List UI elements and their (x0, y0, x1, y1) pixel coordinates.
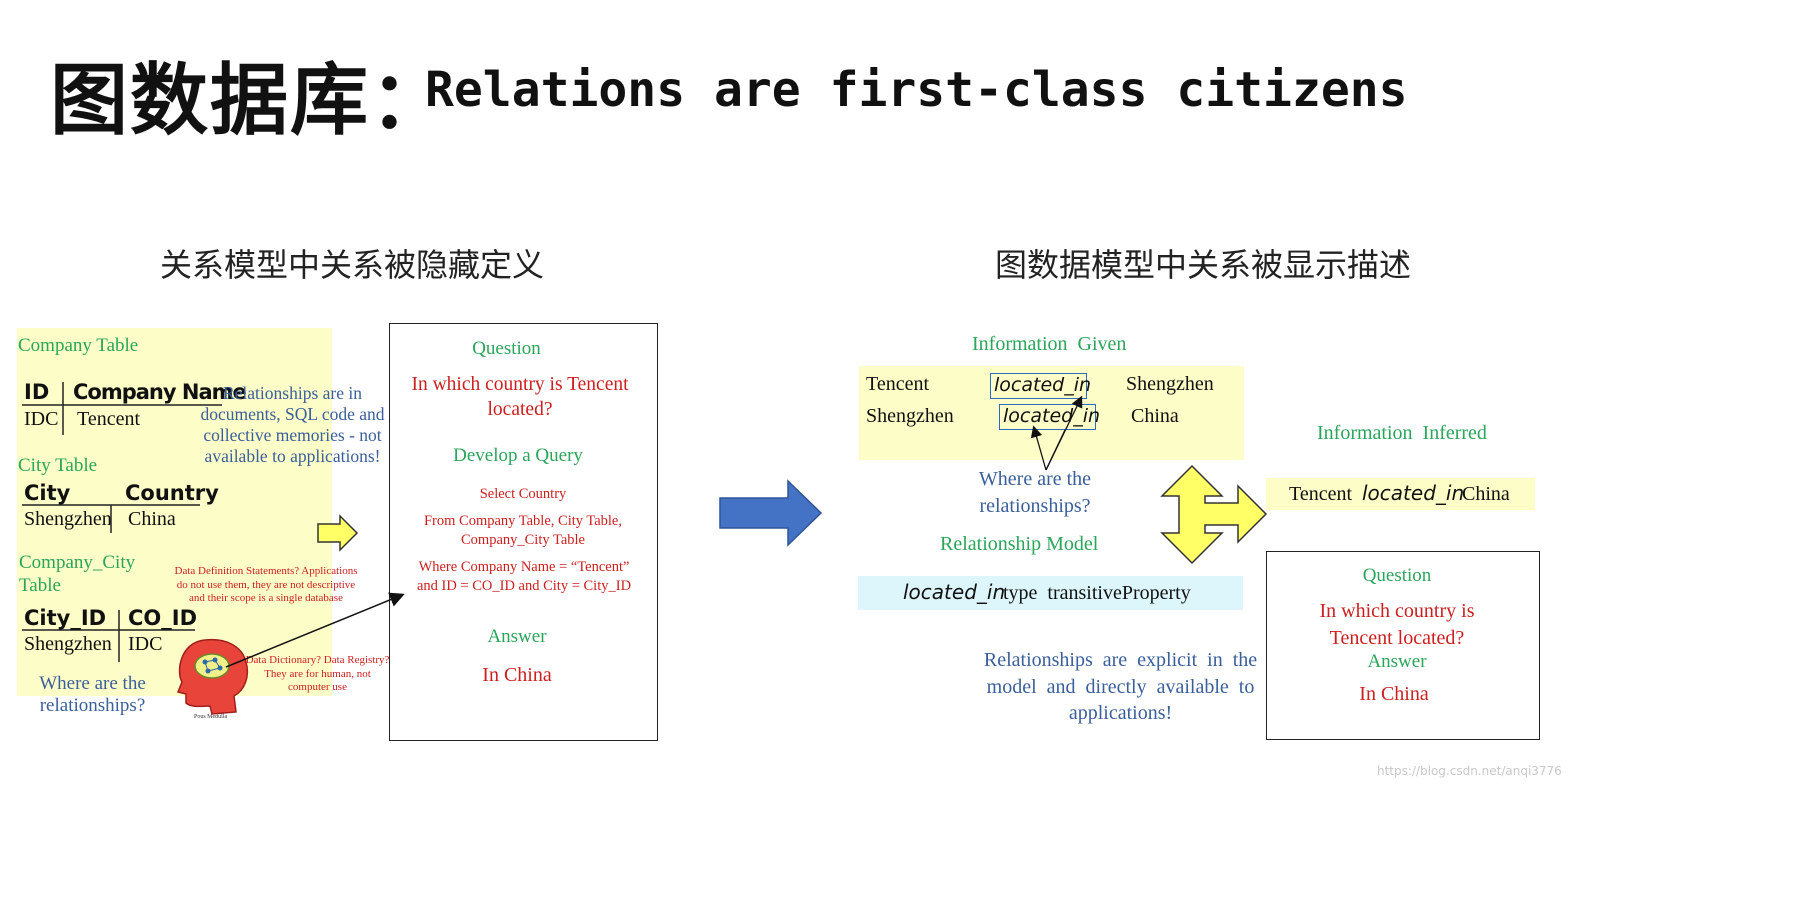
query-from-line: From Company Table, City Table, (423, 513, 622, 529)
title-en: Relations are first-class citizens (425, 62, 1408, 118)
query-from: From Company Table, City Table, Company_… (389, 512, 657, 550)
query-box (389, 323, 658, 741)
left-where-relationships: Where are the relationships? (30, 673, 155, 717)
information-inferred-panel (1266, 478, 1535, 510)
given-row2-object: China (1131, 405, 1179, 427)
where-relationships-line: relationships? (39, 695, 146, 716)
relationships-note-line: Relationships are in (222, 383, 362, 403)
company-city-header-co-id: CO_ID (128, 606, 198, 630)
relationships-note-line: collective memories - not (203, 425, 382, 445)
right-question-label: Question (1362, 565, 1432, 586)
query-question: In which country is Tencent located? (389, 372, 651, 422)
inferred-object: China (1462, 483, 1510, 505)
company-table-cell-name: Tencent (77, 408, 141, 430)
explicit-note: Relationships are explicit in the model … (978, 647, 1263, 727)
head-caption: Pous Medulla (194, 714, 228, 720)
inference-arrow (1160, 464, 1268, 565)
company-city-header-city-id: City_ID (24, 606, 107, 630)
right-question-box (1266, 551, 1540, 740)
city-table-cell-country: China (128, 508, 176, 530)
ddl-note-line: Data Definition Statements? Applications (174, 565, 358, 577)
right-answer: In China (1359, 683, 1429, 705)
city-table-header-country: Country (125, 481, 219, 505)
given-row1-object: Shengzhen (1126, 373, 1214, 395)
company-table-header-id: ID (24, 380, 50, 404)
query-where: Where Company Name = “Tencent” and ID = … (389, 558, 659, 596)
company-city-label-line: Company_City (19, 552, 136, 573)
query-from-line: Company_City Table (461, 532, 585, 548)
relationships-note-line: documents, SQL code and (200, 404, 385, 424)
given-row2-subject: Shengzhen (866, 405, 954, 427)
company-city-label-line: Table (19, 575, 61, 596)
query-where-line: and ID = CO_ID and City = City_ID (416, 578, 632, 594)
watermark: https://blog.csdn.net/anqi3776 (1377, 764, 1562, 778)
dict-note-line: Data Dictionary? Data Registry? (245, 654, 390, 666)
right-answer-label: Answer (1367, 651, 1427, 672)
query-select: Select Country (479, 486, 567, 502)
query-answer: In China (482, 664, 552, 686)
right-question-line: In which country is (1319, 600, 1475, 622)
given-row1-subject: Tencent (866, 373, 930, 395)
where-relationships-line: Where are the (978, 468, 1092, 490)
ddl-note-line: and their scope is a single database (189, 592, 343, 604)
query-question-label: Question (472, 338, 541, 359)
query-question-line: In which country is Tencent (411, 374, 629, 395)
query-question-line: located? (487, 399, 553, 420)
where-relationships-line: Where are the (39, 673, 146, 694)
information-inferred-label: Information Inferred (1317, 422, 1487, 444)
title-cn: 图数据库： (50, 56, 451, 146)
city-table-label: City Table (18, 455, 98, 476)
right-question-line: Tencent located? (1329, 627, 1465, 649)
left-subtitle: 关系模型中关系被隐藏定义 (160, 247, 545, 283)
model-predicate: located_in (903, 580, 1006, 604)
given-row1-predicate: located_in (990, 373, 1091, 399)
explicit-note-line: Relationships are explicit in the (983, 649, 1258, 671)
dict-note-line: They are for human, not (264, 667, 371, 680)
right-question: In which country is Tencent located? (1266, 598, 1528, 652)
company-table-cell-id: IDC (24, 408, 59, 430)
ddl-note-line: do not use them, they are not descriptiv… (176, 578, 356, 591)
query-where-line: Where Company Name = “Tencent” (418, 559, 630, 575)
given-row2-predicate: located_in (999, 404, 1100, 430)
model-type: type transitiveProperty (1003, 582, 1191, 604)
city-table-cell-city: Shengzhen (24, 508, 112, 530)
inferred-predicate: located_in (1362, 481, 1465, 505)
explicit-note-line: applications! (1068, 702, 1173, 724)
query-answer-label: Answer (487, 626, 547, 647)
explicit-note-line: model and directly available to (986, 675, 1255, 698)
ddl-note: Data Definition Statements? Applications… (166, 565, 366, 606)
relationships-note: Relationships are in documents, SQL code… (190, 383, 395, 467)
right-subtitle: 图数据模型中关系被显示描述 (995, 247, 1412, 283)
relationship-model-panel (858, 576, 1243, 610)
develop-query-label: Develop a Query (453, 445, 583, 466)
company-city-table-label: Company_City Table (19, 551, 135, 597)
transition-arrow (719, 479, 823, 547)
city-table-header-city: City (24, 481, 71, 505)
company-table-header-name: Company Name (73, 380, 247, 404)
relationship-model-label: Relationship Model (940, 533, 1099, 555)
company-city-cell-city: Shengzhen (24, 633, 112, 655)
inferred-subject: Tencent (1289, 483, 1353, 505)
company-city-cell-co: IDC (128, 633, 163, 655)
dict-note-line: computer use (288, 681, 347, 693)
company-table-label: Company Table (18, 335, 139, 356)
right-where-relationships: Where are the relationships? (965, 466, 1105, 520)
information-given-label: Information Given (972, 333, 1127, 355)
relationships-note-line: available to applications! (204, 446, 381, 466)
data-dictionary-note: Data Dictionary? Data Registry? They are… (235, 654, 400, 695)
where-relationships-line: relationships? (979, 495, 1091, 517)
